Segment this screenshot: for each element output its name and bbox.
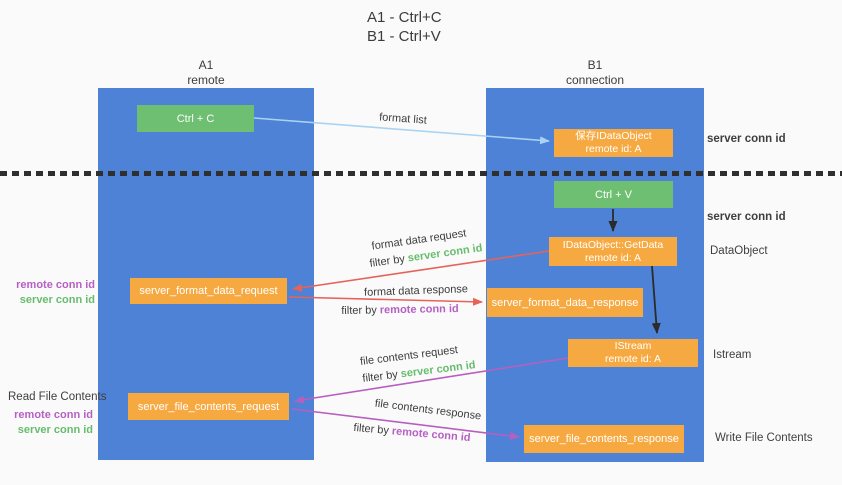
node-save-idataobject-line2: remote id: A (585, 143, 642, 155)
node-server-file-contents-request: server_file_contents_request (128, 393, 289, 420)
server-conn-id-note-right-1: server conn id (707, 133, 786, 145)
istream-note: Istream (713, 349, 752, 361)
filter-by-text: filter by (361, 368, 399, 385)
server-conn-id-note: server conn id (17, 424, 93, 436)
server-conn-id-note: server conn id (19, 294, 95, 306)
node-ctrl-v-label: Ctrl + V (595, 188, 632, 201)
node-server-file-contents-response: server_file_contents_response (524, 425, 684, 453)
node-file-request-label: server_file_contents_request (137, 400, 280, 413)
node-format-request-label: server_format_data_request (139, 285, 278, 297)
remote-conn-id-text: remote conn id (379, 302, 459, 317)
node-getdata-line1: IDataObject::GetData (562, 238, 664, 251)
label-format-data-response: format data response (363, 283, 469, 299)
title-line-1: A1 - Ctrl+C (367, 9, 442, 26)
title-line-2: B1 - Ctrl+V (367, 28, 441, 45)
lifeline-b1-name: B1 (587, 58, 603, 72)
label-format-list: format list (378, 111, 428, 127)
lifeline-a1-name: A1 (198, 58, 214, 72)
node-idataobject-getdata: IDataObject::GetData remote id: A (549, 237, 677, 266)
node-ctrl-v: Ctrl + V (554, 181, 673, 208)
filter-by-text: filter by (341, 304, 377, 318)
node-getdata-line2: remote id: A (584, 251, 642, 264)
node-istream-line2: remote id: A (604, 353, 662, 365)
node-save-idataobject-line1: 保存IDataObject (575, 130, 652, 142)
server-conn-id-note-right-2: server conn id (707, 211, 786, 223)
lifeline-a1-role: remote (187, 73, 225, 87)
write-file-contents-note: Write File Contents (715, 432, 813, 444)
lifeline-header-b1: B1 connection (486, 58, 704, 88)
filter-by-text: filter by (368, 253, 406, 270)
dataobject-note: DataObject (710, 245, 768, 257)
server-conn-id-text: server conn id (400, 359, 477, 381)
node-save-idataobject: 保存IDataObject remote id: A (554, 129, 673, 157)
node-istream: IStream remote id: A (568, 339, 698, 367)
node-ctrl-c-label: Ctrl + C (176, 112, 215, 125)
read-file-contents-note: Read File Contents (8, 391, 107, 403)
node-ctrl-c: Ctrl + C (137, 105, 254, 132)
diagram-title: A1 - Ctrl+C B1 - Ctrl+V (367, 8, 442, 46)
left-conn-id-pair-1: remote conn id server conn id (0, 278, 95, 308)
label-filter-by-remote-conn-id-2: filter by remote conn id (353, 422, 471, 444)
node-file-response-label: server_file_contents_response (529, 433, 679, 445)
node-server-format-data-response: server_format_data_response (487, 288, 643, 317)
phase-separator-dotted-line (0, 171, 842, 176)
left-conn-id-pair-2: remote conn id server conn id (0, 408, 93, 438)
remote-conn-id-note: remote conn id (14, 409, 93, 421)
node-istream-line1: IStream (614, 340, 652, 352)
remote-conn-id-text: remote conn id (391, 425, 471, 445)
lifeline-b1-role: connection (565, 73, 625, 87)
filter-by-text: filter by (353, 421, 390, 437)
node-server-format-data-request: server_format_data_request (130, 278, 287, 304)
label-filter-by-remote-conn-id-1: filter by remote conn id (341, 303, 459, 317)
remote-conn-id-note: remote conn id (16, 279, 95, 291)
lifeline-header-a1: A1 remote (98, 58, 314, 88)
label-file-contents-response: file contents response (374, 397, 482, 423)
node-format-response-label: server_format_data_response (491, 296, 639, 309)
